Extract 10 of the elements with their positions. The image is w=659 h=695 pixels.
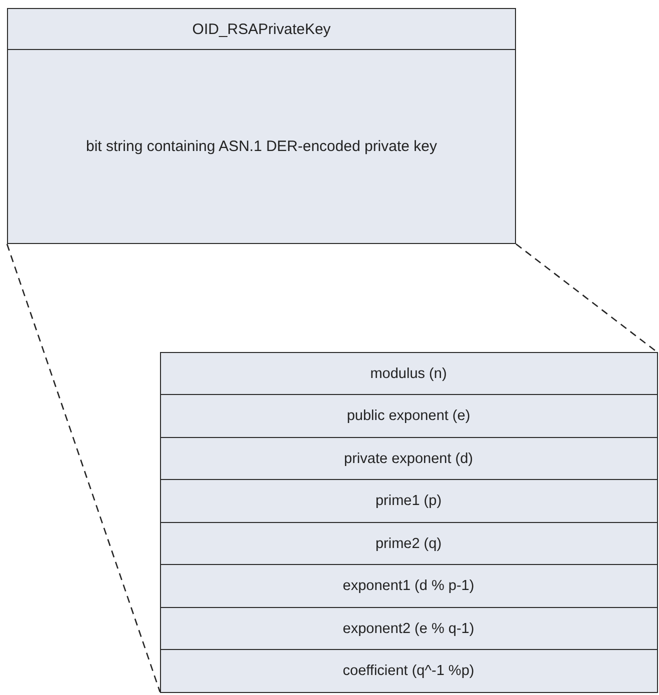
field-row: exponent1 (d % p-1)	[160, 564, 658, 608]
table-box	[160, 352, 657, 692]
dashed-connector	[516, 243, 658, 353]
box-heading: OID_RSAPrivateKey	[192, 20, 331, 38]
record-box	[7, 8, 516, 244]
field-row: coefficient (q^-1 %p)	[160, 649, 658, 693]
dashed-connector	[6, 244, 161, 692]
field-row: public exponent (e)	[160, 394, 658, 438]
box-text: bit string containing ASN.1 DER-encoded private key	[86, 138, 438, 154]
field-row: prime1 (p)	[160, 479, 658, 523]
